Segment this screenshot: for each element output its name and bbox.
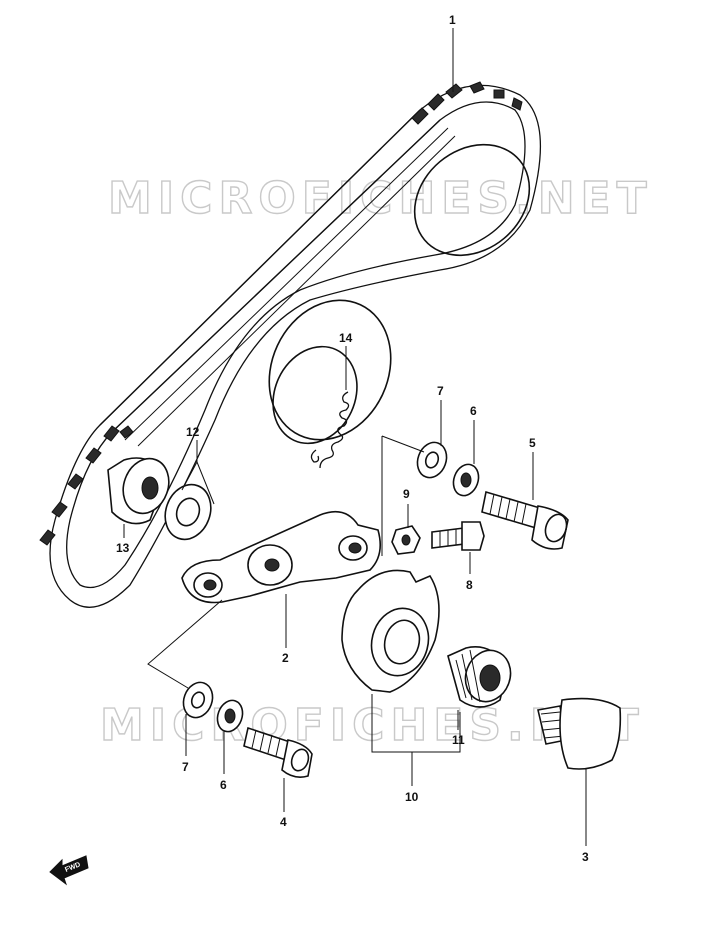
crank-sprocket bbox=[268, 299, 392, 445]
washer-6-upper bbox=[452, 463, 480, 497]
washer-6-lower bbox=[216, 699, 244, 733]
cam-chain bbox=[39, 81, 542, 608]
leader-lines bbox=[123, 28, 587, 846]
bolt-8 bbox=[431, 521, 485, 551]
spring bbox=[310, 391, 350, 469]
watermark-top: MICROFICHES.NET bbox=[108, 173, 653, 224]
callout-4: 4 bbox=[280, 815, 287, 829]
idler-roller bbox=[107, 457, 170, 525]
callout-6-lower: 6 bbox=[220, 778, 227, 792]
washer-12 bbox=[164, 483, 212, 541]
callout-2: 2 bbox=[282, 651, 289, 665]
callout-7-lower: 7 bbox=[182, 760, 189, 774]
pivot-bolt bbox=[537, 697, 622, 770]
tensioner-plate bbox=[341, 569, 440, 693]
callout-8: 8 bbox=[466, 578, 473, 592]
callout-5: 5 bbox=[529, 436, 536, 450]
callout-13: 13 bbox=[116, 541, 130, 555]
nut-9 bbox=[391, 525, 421, 555]
callout-10: 10 bbox=[405, 790, 419, 804]
callout-9: 9 bbox=[403, 487, 410, 501]
callout-11: 11 bbox=[452, 733, 465, 747]
washer-7-upper bbox=[416, 441, 448, 479]
callout-14: 14 bbox=[339, 331, 353, 345]
callout-12: 12 bbox=[186, 425, 200, 439]
bolt-4 bbox=[243, 726, 313, 778]
callout-7-upper: 7 bbox=[437, 384, 444, 398]
callout-3: 3 bbox=[582, 850, 589, 864]
bolt-5 bbox=[481, 490, 569, 550]
callout-6-upper: 6 bbox=[470, 404, 477, 418]
tensioner-arm bbox=[181, 510, 381, 604]
needle-bearing bbox=[447, 646, 512, 708]
forward-arrow-icon: FWD bbox=[49, 855, 89, 886]
cam-sprocket-outline bbox=[413, 143, 531, 257]
washer-7-lower bbox=[182, 681, 214, 719]
callout-1: 1 bbox=[449, 13, 456, 27]
